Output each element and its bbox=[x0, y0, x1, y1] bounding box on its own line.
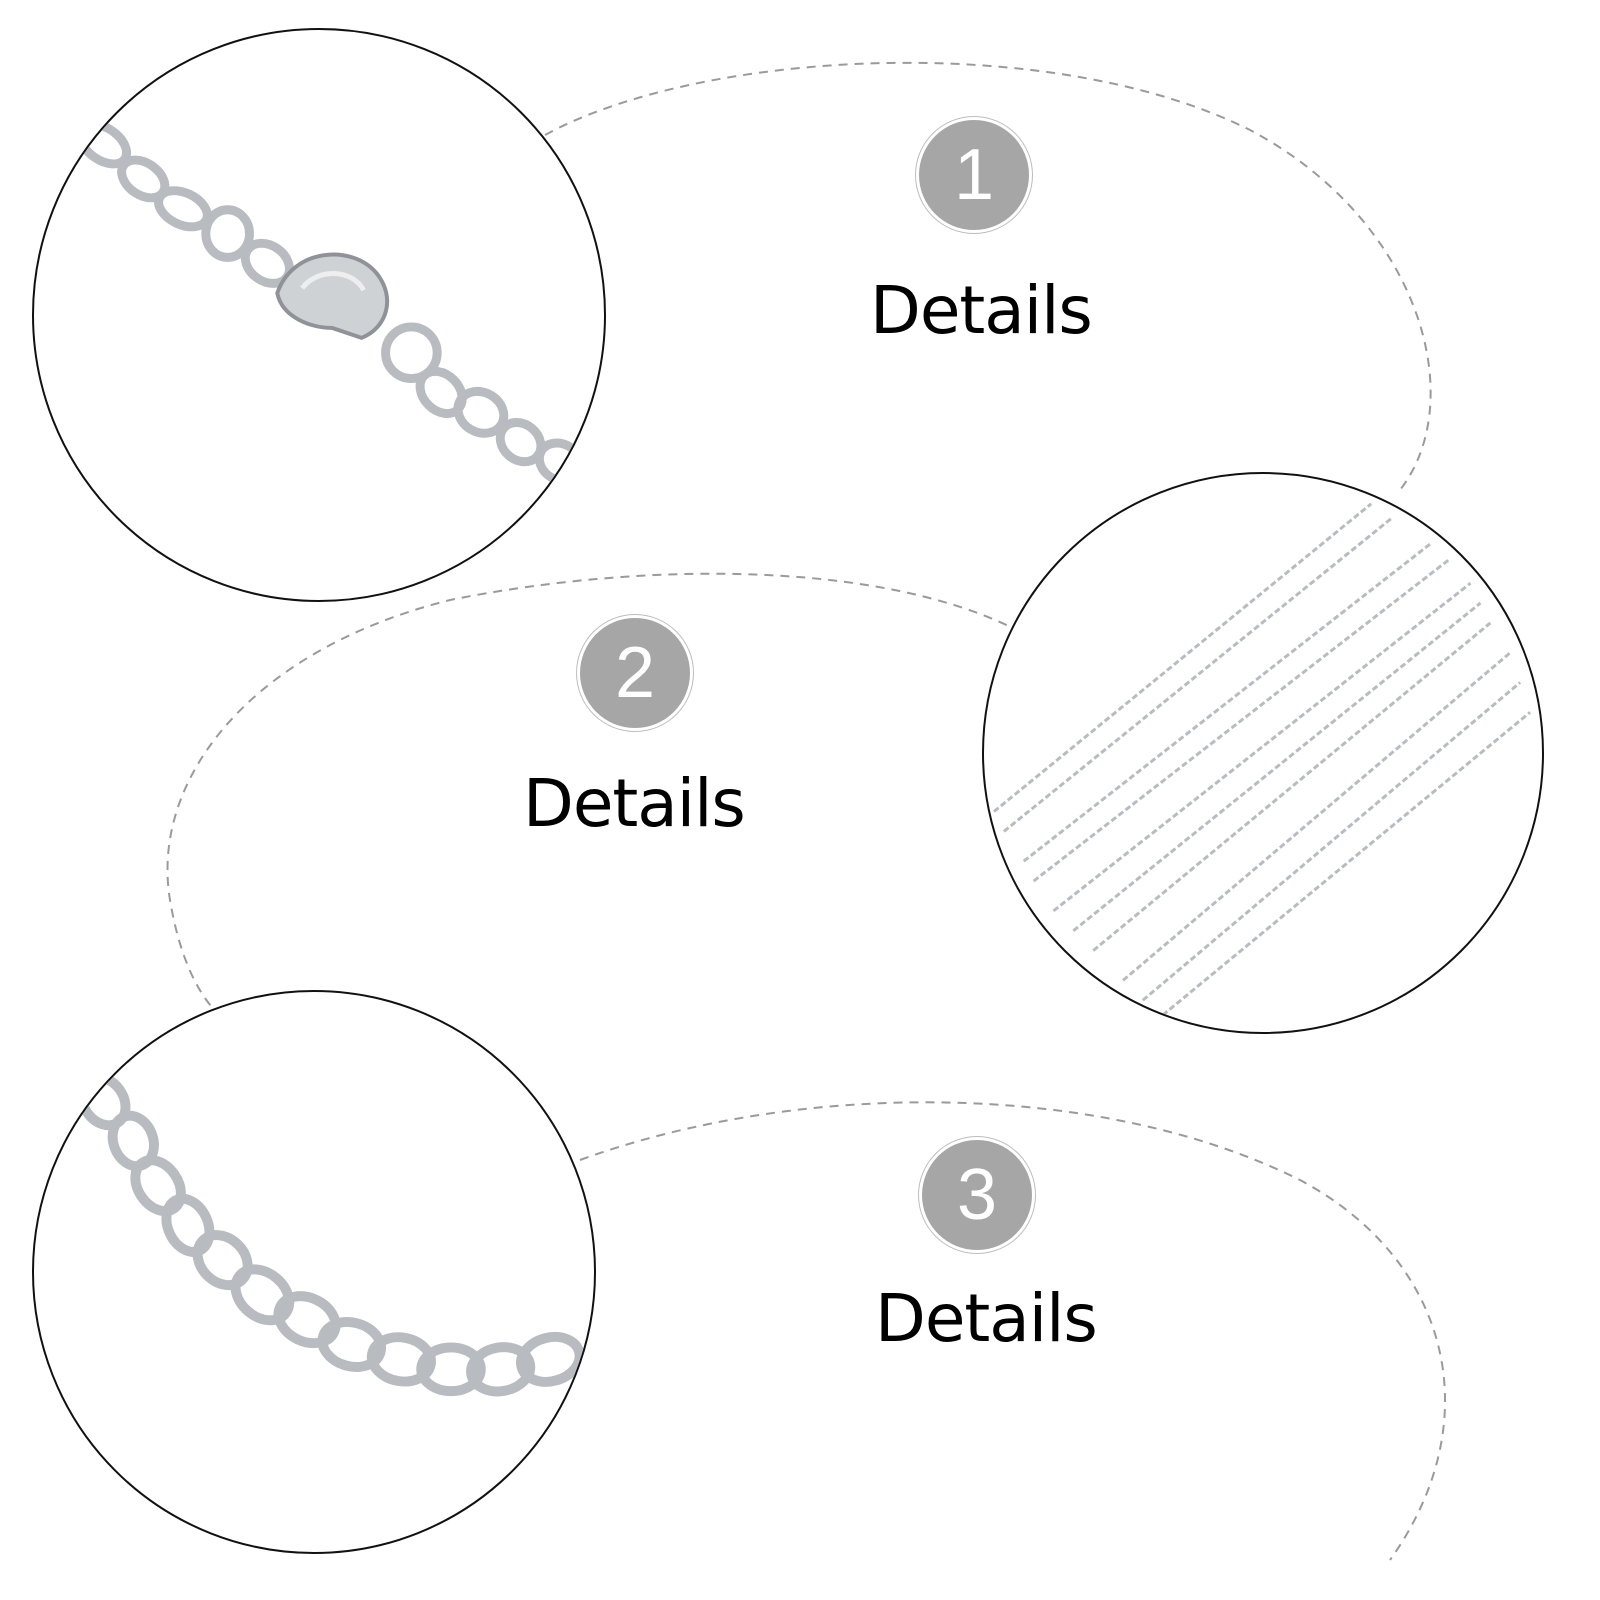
bundle-detail-photo bbox=[982, 472, 1544, 1034]
details-label-1: Details bbox=[870, 272, 1093, 349]
chain-link bbox=[230, 1264, 295, 1326]
chain-bundle-illustration bbox=[992, 502, 1532, 1017]
chain-link bbox=[366, 1332, 436, 1387]
chain-link bbox=[273, 1291, 341, 1349]
chain-link bbox=[76, 1072, 131, 1131]
badge-number: 2 bbox=[614, 633, 656, 713]
chain-link bbox=[534, 438, 586, 486]
details-label-2: Details bbox=[523, 765, 746, 842]
number-badge-3: 3 bbox=[922, 1140, 1032, 1250]
number-badge-2: 2 bbox=[580, 618, 690, 728]
chain-link bbox=[192, 1230, 253, 1291]
clasp-chain-illustration bbox=[76, 120, 586, 486]
lobster-clasp bbox=[275, 252, 390, 340]
details-label-3: Details bbox=[875, 1280, 1098, 1357]
clasp-detail-photo bbox=[32, 28, 606, 602]
badge-number: 3 bbox=[956, 1155, 998, 1235]
chain-link bbox=[381, 322, 442, 384]
chain-link bbox=[466, 1342, 536, 1397]
chain-link bbox=[161, 1193, 215, 1257]
chain-link-detail-photo bbox=[32, 990, 596, 1554]
chain-link-illustration bbox=[76, 1072, 585, 1397]
chain-link bbox=[317, 1317, 387, 1372]
chain-link bbox=[516, 1331, 585, 1387]
chain-link bbox=[130, 1155, 186, 1217]
badge-number: 1 bbox=[953, 135, 995, 215]
chain-link bbox=[416, 1342, 486, 1397]
number-badge-1: 1 bbox=[919, 120, 1029, 230]
chain-link bbox=[201, 205, 254, 262]
